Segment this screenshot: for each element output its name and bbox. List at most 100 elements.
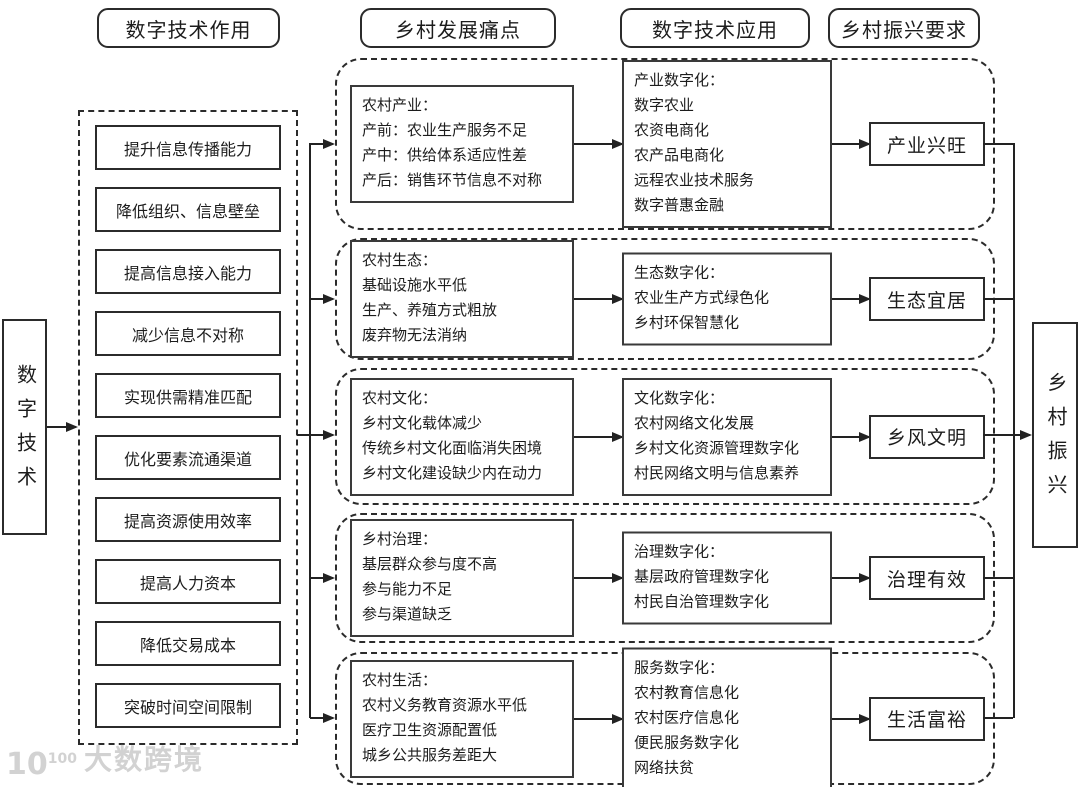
watermark: 10100 大数跨境 [6, 742, 204, 782]
tech-role-item: 提高信息接入能力 [95, 249, 281, 294]
flow-row-ecology: 农村生态： 基础设施水平低 生产、养殖方式粗放 废弃物无法消纳 生态数字化： 农… [335, 238, 995, 360]
line-row4-to-collector [983, 577, 1013, 579]
app-box-governance: 治理数字化： 基层政府管理数字化 村民自治管理数字化 [622, 531, 832, 625]
pain-box-livelihood: 农村生活： 农村义务教育资源水平低 医疗卫生资源配置低 城乡公共服务差距大 [350, 659, 574, 778]
flow-row-culture: 农村文化： 乡村文化载体减少 传统乡村文化面临消失困境 乡村文化建设缺少内在动力… [335, 368, 995, 505]
arrow-trunk-to-row4 [310, 573, 335, 583]
app-line: 基层政府管理数字化 [634, 569, 770, 586]
arrow-trunk-to-row2 [310, 294, 335, 304]
app-box-livelihood: 服务数字化： 农村教育信息化 农村医疗信息化 便民服务数字化 网络扶贫 [622, 647, 832, 787]
flow-row-governance: 乡村治理： 基层群众参与度不高 参与能力不足 参与渠道缺乏 治理数字化： 基层政… [335, 513, 995, 643]
line-row2-to-collector [983, 298, 1013, 300]
requirement-box: 产业兴旺 [869, 122, 985, 166]
pain-line: 基础设施水平低 [362, 278, 468, 294]
tech-role-item: 实现供需精准匹配 [95, 373, 281, 418]
arrow-trunk-to-row1 [310, 139, 335, 149]
app-title: 文化数字化： [634, 390, 725, 407]
app-title: 生态数字化： [634, 265, 725, 282]
flow-row-livelihood: 农村生活： 农村义务教育资源水平低 医疗卫生资源配置低 城乡公共服务差距大 服务… [335, 647, 995, 787]
watermark-logo-icon: 10100 [6, 747, 77, 782]
pain-line: 参与能力不足 [362, 582, 453, 598]
arrow-pain-to-app [574, 431, 624, 442]
header-tech-application: 数字技术应用 [620, 8, 810, 48]
pain-line: 医疗卫生资源配置低 [362, 722, 498, 739]
app-line: 农资电商化 [634, 123, 710, 139]
app-line: 乡村文化资源管理数字化 [634, 440, 800, 457]
watermark-text: 大数跨境 [83, 743, 204, 776]
app-line: 农产品电商化 [634, 148, 725, 164]
app-box-industry: 产业数字化： 数字农业 农资电商化 农产品电商化 远程农业技术服务 数字普惠金融 [622, 60, 832, 228]
line-row5-to-collector [983, 717, 1013, 719]
flow-row-industry: 农村产业： 产前：农业生产服务不足 产中：供给体系适应性差 产后：销售环节信息不… [335, 58, 995, 230]
tech-role-item: 减少信息不对称 [95, 311, 281, 356]
source-box-label: 数字技术 [13, 364, 36, 500]
line-roles-to-trunk [297, 434, 309, 436]
app-line: 数字农业 [634, 98, 695, 114]
tech-role-item: 降低组织、信息壁垒 [95, 187, 281, 232]
arrow-pain-to-app [574, 573, 624, 583]
pain-title: 农村产业： [362, 98, 438, 114]
arrow-pain-to-app [574, 139, 624, 149]
pain-title: 农村生活： [362, 672, 438, 689]
app-line: 村民自治管理数字化 [634, 594, 770, 611]
pain-line: 城乡公共服务差距大 [362, 747, 498, 764]
source-box-digital-technology: 数字技术 [2, 319, 47, 535]
header-revitalization-req-label: 乡村振兴要求 [841, 19, 967, 42]
tech-role-item: 突破时间空间限制 [95, 683, 281, 728]
pain-title: 农村生态： [362, 253, 438, 269]
tech-role-item: 提高资源使用效率 [95, 497, 281, 542]
app-line: 农村教育信息化 [634, 685, 740, 701]
pain-box-governance: 乡村治理： 基层群众参与度不高 参与能力不足 参与渠道缺乏 [350, 519, 574, 637]
pain-line: 传统乡村文化面临消失困境 [362, 440, 543, 457]
pain-line: 产后：销售环节信息不对称 [362, 173, 543, 189]
sink-box-label: 乡村振兴 [1044, 372, 1066, 508]
arrow-source-to-roles [47, 422, 78, 432]
tech-role-item: 降低交易成本 [95, 621, 281, 666]
pain-line: 乡村文化建设缺少内在动力 [362, 465, 543, 482]
app-line: 网络扶贫 [634, 760, 695, 776]
line-row3-to-collector [983, 434, 1013, 436]
tech-role-item: 提高人力资本 [95, 559, 281, 604]
pain-box-ecology: 农村生态： 基础设施水平低 生产、养殖方式粗放 废弃物无法消纳 [350, 240, 574, 358]
pain-title: 乡村治理： [362, 532, 438, 548]
pain-line: 产中：供给体系适应性差 [362, 148, 528, 164]
arrow-collector-to-sink [1014, 430, 1032, 440]
app-title: 治理数字化： [634, 544, 725, 561]
pain-line: 乡村文化载体减少 [362, 415, 483, 432]
line-row1-to-collector [983, 143, 1013, 145]
header-tech-role-label: 数字技术作用 [125, 19, 252, 42]
pain-line: 农村义务教育资源水平低 [362, 697, 528, 714]
header-revitalization-req: 乡村振兴要求 [828, 8, 980, 48]
arrow-trunk-to-row3 [310, 430, 335, 440]
app-line: 农村医疗信息化 [634, 710, 740, 726]
left-trunk-line [309, 143, 311, 718]
pain-title: 农村文化： [362, 390, 438, 407]
header-tech-application-label: 数字技术应用 [652, 19, 778, 42]
pain-box-industry: 农村产业： 产前：农业生产服务不足 产中：供给体系适应性差 产后：销售环节信息不… [350, 85, 574, 203]
header-tech-role: 数字技术作用 [97, 8, 280, 48]
sink-box-rural-revitalization: 乡村振兴 [1032, 322, 1078, 548]
app-title: 产业数字化： [634, 73, 725, 89]
requirement-box: 治理有效 [869, 556, 985, 600]
pain-line: 参与渠道缺乏 [362, 607, 453, 623]
app-line: 便民服务数字化 [634, 735, 740, 751]
tech-roles-container: 提升信息传播能力 降低组织、信息壁垒 提高信息接入能力 减少信息不对称 实现供需… [78, 110, 298, 745]
app-box-ecology: 生态数字化： 农业生产方式绿色化 乡村环保智慧化 [622, 252, 832, 346]
header-pain-points-label: 乡村发展痛点 [395, 19, 521, 42]
requirement-box: 生态宜居 [869, 277, 985, 321]
tech-role-item: 提升信息传播能力 [95, 125, 281, 170]
app-box-culture: 文化数字化： 农村网络文化发展 乡村文化资源管理数字化 村民网络文明与信息素养 [622, 377, 832, 496]
arrow-app-to-req [832, 573, 871, 583]
app-line: 农业生产方式绿色化 [634, 290, 770, 307]
arrow-app-to-req [832, 713, 871, 724]
requirement-box: 乡风文明 [869, 414, 985, 459]
app-line: 农村网络文化发展 [634, 415, 755, 432]
tech-role-item: 优化要素流通渠道 [95, 435, 281, 480]
arrow-app-to-req [832, 139, 871, 149]
pain-line: 生产、养殖方式粗放 [362, 303, 498, 319]
arrow-pain-to-app [574, 713, 624, 724]
pain-line: 基层群众参与度不高 [362, 557, 498, 573]
arrow-trunk-to-row5 [310, 713, 335, 723]
right-collector-line [1013, 143, 1015, 718]
